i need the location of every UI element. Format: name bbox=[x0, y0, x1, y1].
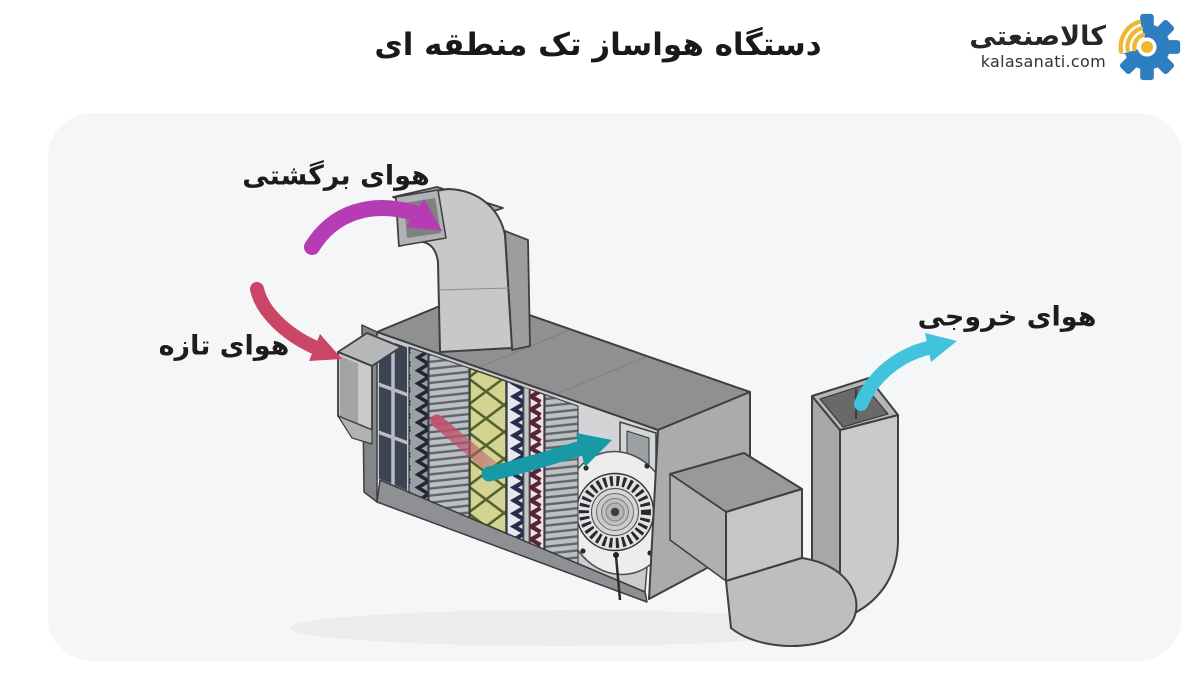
brand-name: کالاصنعتی bbox=[969, 21, 1106, 53]
gear-icon bbox=[1108, 10, 1181, 81]
brand-domain: kalasanati.com bbox=[980, 51, 1106, 71]
fan-drain-stem bbox=[614, 555, 622, 601]
brand-logo: کالاصنعتی kalasanati.com bbox=[969, 8, 1186, 86]
intake-opening bbox=[340, 356, 358, 423]
brand-text: کالاصنعتی kalasanati.com bbox=[969, 21, 1106, 71]
coil-bank-right bbox=[544, 394, 579, 565]
zigzag-filter bbox=[408, 346, 429, 501]
cool-flow-arrow bbox=[481, 441, 586, 482]
signal-arcs-icon bbox=[1118, 19, 1146, 54]
fan-stem-bolt bbox=[613, 552, 619, 558]
label-fresh-air: هوای تازه bbox=[158, 330, 290, 362]
fresh-air-arrow bbox=[250, 282, 342, 361]
exhaust-duct bbox=[669, 377, 899, 647]
return-duct-seam bbox=[438, 287, 512, 291]
label-exhaust-air: هوای خروجی bbox=[917, 301, 1097, 333]
return-air-duct bbox=[392, 186, 531, 353]
page-title: دستگاه هواساز تک منطقه ای bbox=[374, 27, 822, 63]
exhaust-air-arrow bbox=[854, 333, 957, 411]
internal-flow-arrows bbox=[430, 414, 612, 482]
centrifugal-fan bbox=[575, 463, 655, 556]
exhaust-bend bbox=[725, 557, 858, 647]
fresh-air-intake bbox=[337, 332, 402, 445]
gear-hub-dot bbox=[1140, 40, 1154, 54]
label-return-air: هوای برگشتی bbox=[242, 160, 430, 192]
ground-shadow bbox=[290, 610, 830, 646]
cool-flow-arrowhead bbox=[576, 433, 612, 467]
return-air-arrow bbox=[304, 199, 442, 255]
top-panel-seams bbox=[479, 328, 649, 395]
cabinet-base-edge bbox=[376, 479, 648, 603]
intake-ledge bbox=[337, 415, 373, 445]
